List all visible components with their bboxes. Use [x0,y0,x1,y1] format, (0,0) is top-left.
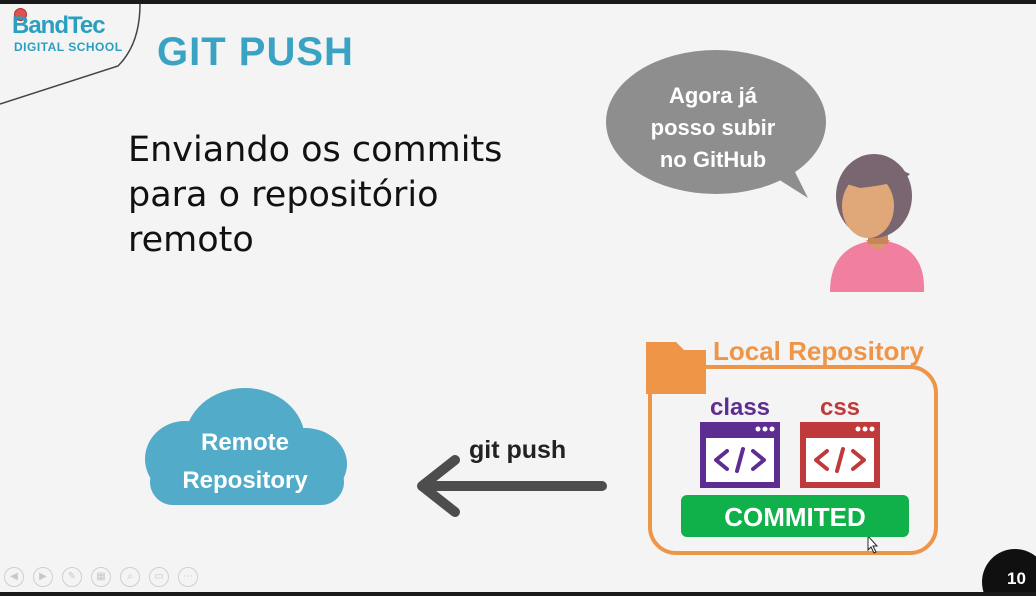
speech-bubble [606,50,826,198]
logo-sub-text: DIGITAL SCHOOL [14,40,123,54]
mouse-cursor-icon [867,534,879,554]
speech-bubble-text: Agora já posso subir no GitHub [623,80,803,176]
subtitle-line: Enviando os commits [128,130,503,170]
record-dot-icon [14,8,27,21]
subtitle-line: para o repositório [128,175,439,215]
prev-icon[interactable]: ◀ [4,567,24,587]
cloud-icon [145,388,347,505]
person-avatar-icon [830,154,925,292]
next-icon[interactable]: ▶ [33,567,53,587]
folder-icon [646,342,938,555]
local-repository-label: Local Repository [713,336,924,366]
slides-icon[interactable]: ▦ [91,567,111,587]
slide-subtitle: Enviando os commits para o repositório r… [128,128,548,263]
committed-status-badge: COMMITED [681,495,909,537]
subtitle-line: remoto [128,220,254,260]
presentation-slide: BandTec DIGITAL SCHOOL GIT PUSH Enviando… [0,4,1036,592]
git-push-label: git push [469,436,567,464]
push-arrow-icon [417,455,607,517]
logo-brand-text: BandTec [12,12,106,39]
pen-icon[interactable]: ✎ [62,567,82,587]
speech-line: Agora já [668,83,758,108]
bandtec-logo: BandTec DIGITAL SCHOOL [0,4,160,114]
slide-title: GIT PUSH [157,30,354,74]
class-file-label: class [709,394,771,421]
zoom-icon[interactable]: ⌕ [120,567,140,587]
remote-repository-label: Remote Repository [150,424,340,500]
logo-divider-curve [0,4,141,105]
page-number: 10 [1007,569,1026,588]
css-file-label: css [819,394,861,421]
slide-artwork [0,4,938,555]
speech-line: posso subir [650,115,776,140]
class-file-icon [700,422,780,488]
more-icon[interactable]: ⋯ [178,567,198,587]
css-file-icon [800,422,880,488]
subtitles-icon[interactable]: ▭ [149,567,169,587]
remote-line: Remote [200,429,290,456]
remote-line: Repository [182,467,308,494]
speech-line: no GitHub [659,147,767,172]
